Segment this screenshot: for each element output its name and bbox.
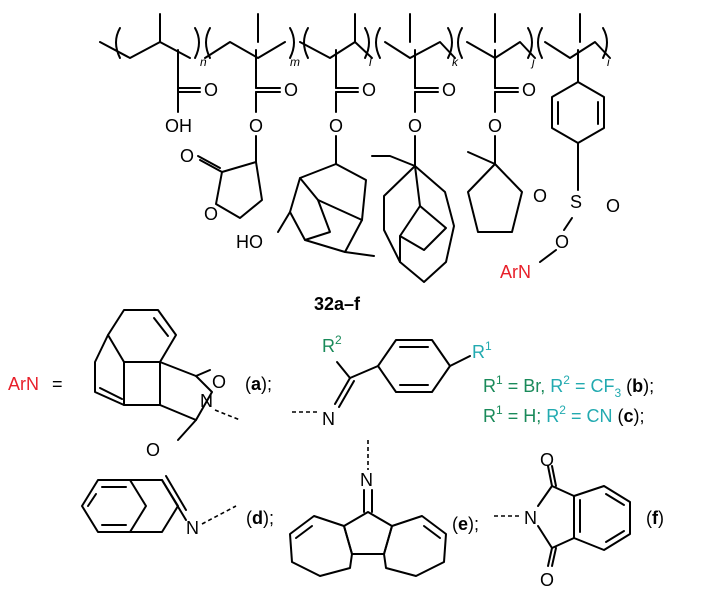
hydroxyl-label: OH (165, 116, 192, 136)
structure-d: N (d); (81, 475, 274, 538)
methylcyclopentyl-unit: O O (467, 49, 536, 233)
tag-e: (e); (452, 514, 479, 534)
imine-n-e: N (360, 470, 373, 490)
substituent-definitions: R1 = Br, R2 = CF3 (b); R1 = H; R2 = CN (… (483, 373, 654, 426)
lactone-ring-o: O (204, 204, 218, 224)
ester-o-3: O (329, 116, 343, 136)
structure-e: N (e); (289, 440, 479, 577)
r1-label: R1 (472, 339, 492, 362)
sulfonyl-o-right: O (606, 196, 620, 216)
sulfonate-o: O (555, 232, 569, 252)
hydroxyadamantyl-unit: O O HO (236, 49, 376, 257)
subscript-i: i (607, 55, 610, 69)
repeat-subscripts: n m l k j i (200, 55, 610, 69)
subscript-k: k (452, 55, 459, 69)
phthalimide-o-bottom: O (540, 570, 554, 590)
line-b: R1 = Br, R2 = CF3 (b); (483, 373, 654, 400)
carbonyl-o-5: O (522, 80, 536, 100)
arn-lhs: ArN (8, 374, 39, 394)
acid-unit: O OH (165, 49, 218, 136)
lactone-unit: O O O O (180, 49, 298, 224)
line-c: R1 = H; R2 = CN (c); (483, 403, 644, 426)
hydroxy-label: HO (236, 232, 263, 252)
r2-label: R2 (322, 333, 342, 356)
subscript-l: l (369, 55, 372, 69)
sulfonate-unit: O S O O ArN (500, 49, 620, 282)
carbonyl-o-2: O (284, 80, 298, 100)
imine-n-d: N (186, 518, 199, 538)
ester-o-5: O (488, 116, 502, 136)
structure-bc: R2 N R1 (292, 333, 492, 429)
imine-n-bc: N (322, 409, 335, 429)
polymer-backbone (99, 13, 611, 59)
subscript-m: m (290, 55, 300, 69)
carbonyl-o-3: O (362, 80, 376, 100)
imide-n-f: N (524, 508, 537, 528)
tag-f: (f) (646, 508, 664, 528)
subscript-j: j (530, 55, 535, 69)
imide-n: N (200, 391, 213, 411)
subscript-n: n (200, 55, 207, 69)
structure-f: N O O (f) (494, 450, 664, 590)
carbonyl-o-4: O (442, 80, 456, 100)
arn-label-polymer: ArN (500, 262, 531, 282)
ester-o-2: O (249, 116, 263, 136)
tag-d: (d); (246, 508, 274, 528)
structure-a: O O N (a); (94, 309, 272, 460)
ester-o-4: O (408, 116, 422, 136)
sulfur-atom: S (570, 192, 582, 212)
tag-a: (a); (245, 374, 272, 394)
equals-sign: = (52, 374, 63, 394)
lactone-carbonyl-o: O (180, 146, 194, 166)
imide-o-bottom: O (146, 440, 160, 460)
phthalimide-o-top: O (540, 450, 554, 470)
imide-o-top: O (212, 372, 226, 392)
carbonyl-o-1: O (204, 80, 218, 100)
compound-label: 32a–f (314, 294, 361, 314)
ethyladamantyl-unit: O O (371, 49, 456, 283)
sulfonyl-o-left: O (533, 186, 547, 206)
